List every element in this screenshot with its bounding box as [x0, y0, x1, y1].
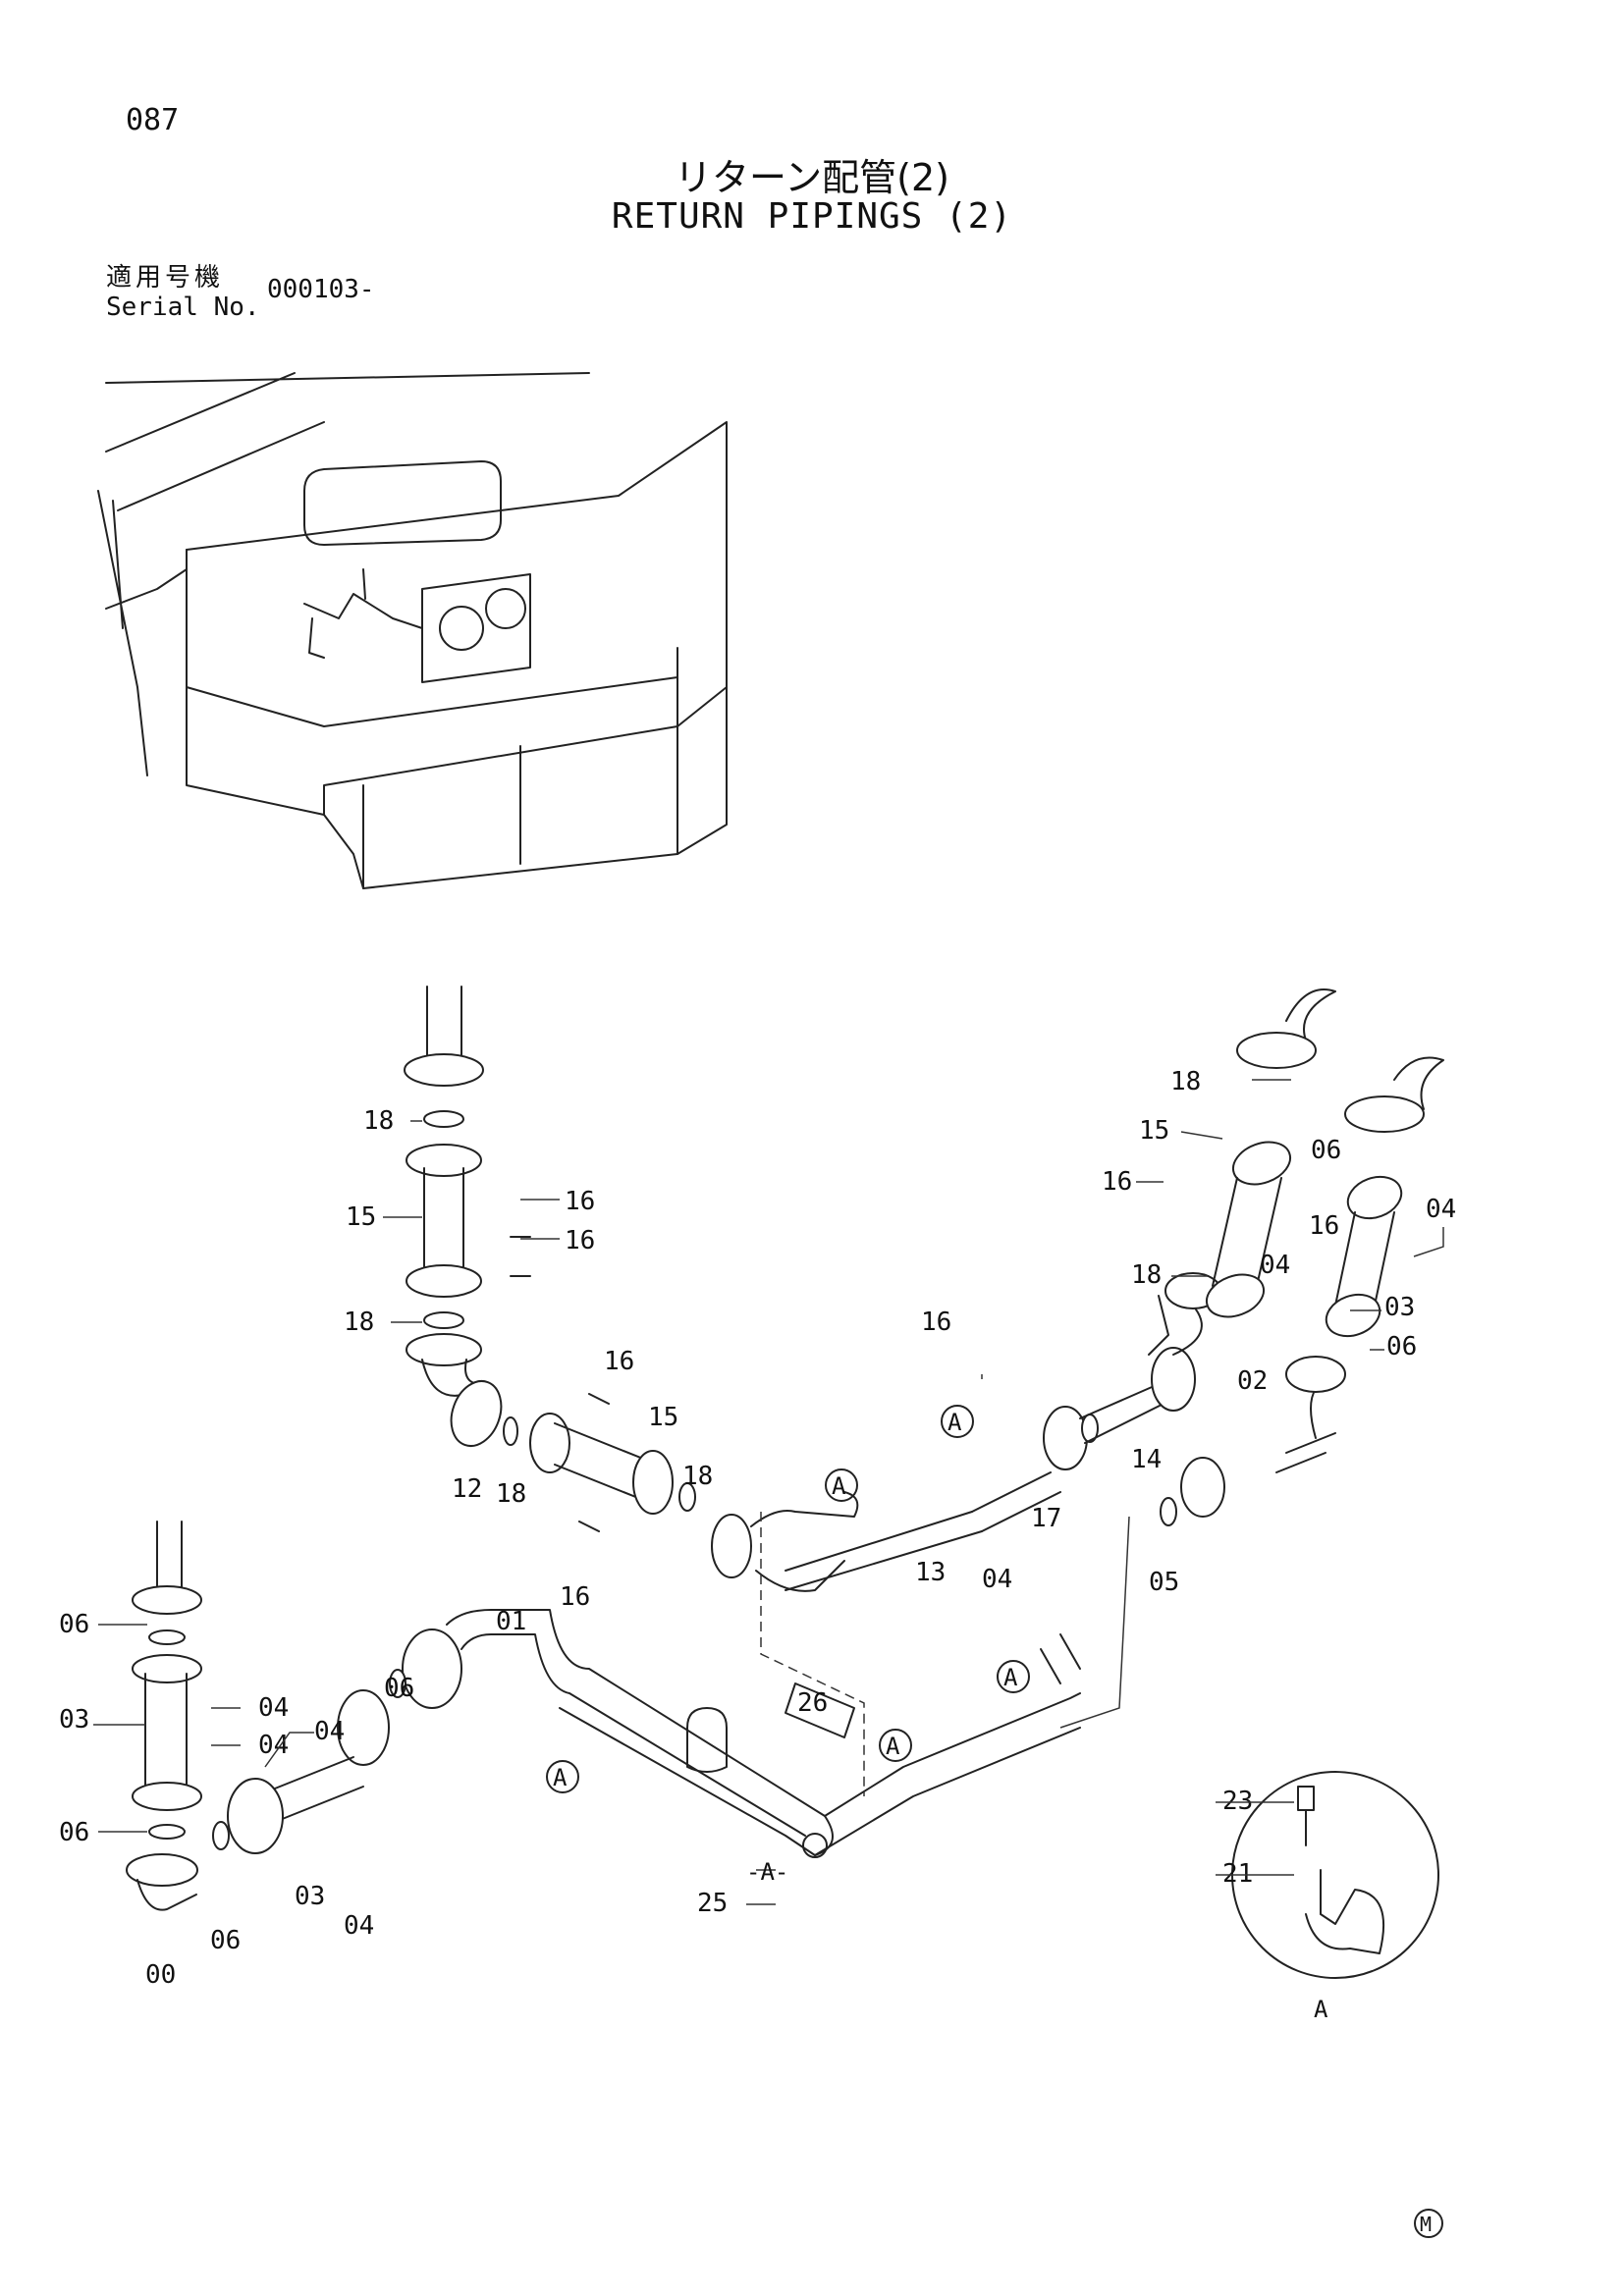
serial-label-japanese: 適用号機 — [106, 263, 225, 293]
callout-04-center: 04 — [982, 1565, 1012, 1594]
callout-06-left-bottom: 06 — [59, 1818, 89, 1847]
callout-leaders — [93, 1079, 1444, 1905]
serial-label-english: Serial No. — [106, 293, 260, 322]
callout-06-right-top: 06 — [1311, 1136, 1341, 1165]
view-marker-a-5: A — [553, 1764, 568, 1791]
callout-05: 05 — [1149, 1568, 1179, 1597]
right-upper-pipe-assembly — [1148, 988, 1444, 1356]
callout-04-left-a: 04 — [258, 1693, 289, 1723]
callout-21: 21 — [1222, 1859, 1253, 1889]
callout-18-center-a: 18 — [496, 1479, 526, 1509]
callout-06-center: 06 — [384, 1674, 414, 1703]
detail-view-label: A — [1314, 1996, 1328, 2023]
callout-16-right-a: 16 — [1102, 1167, 1132, 1197]
callout-16-left-b: 16 — [565, 1226, 595, 1255]
callout-04-right-mid: 04 — [1260, 1251, 1290, 1280]
left-upper-pipe-assembly — [404, 986, 696, 1532]
view-markers: A A A A A -A- A — [546, 1405, 1328, 2023]
title-japanese: リターン配管(2) — [675, 156, 949, 199]
view-marker-a-1: A — [832, 1472, 846, 1500]
callout-17: 17 — [1031, 1504, 1061, 1533]
callout-14: 14 — [1131, 1445, 1162, 1474]
callout-03-left: 03 — [59, 1705, 89, 1735]
callout-25: 25 — [697, 1889, 728, 1918]
main-return-pipe-assembly — [126, 1272, 1346, 1911]
callout-18-center-b: 18 — [682, 1462, 713, 1491]
callout-18-right-top: 18 — [1170, 1067, 1201, 1096]
callout-00: 00 — [145, 1960, 176, 1990]
callout-23: 23 — [1222, 1787, 1253, 1816]
callout-02: 02 — [1237, 1366, 1268, 1396]
callout-01: 01 — [496, 1607, 526, 1636]
callout-03-middle: 03 — [295, 1882, 325, 1911]
callout-16-center-bottom: 16 — [560, 1582, 590, 1612]
callout-13: 13 — [915, 1558, 946, 1587]
view-marker-a-3: A — [1003, 1664, 1018, 1691]
view-leader-lines — [760, 1374, 1130, 1796]
callout-15-right: 15 — [1139, 1116, 1169, 1146]
callout-16-left-a: 16 — [565, 1187, 595, 1216]
callout-16-right-b: 16 — [1309, 1211, 1339, 1241]
callout-12: 12 — [452, 1474, 482, 1504]
callout-18-left-bottom: 18 — [344, 1308, 374, 1337]
machine-overview-illustration — [97, 372, 728, 889]
callout-04-left-c: 04 — [314, 1717, 345, 1746]
serial-number-value: 000103- — [267, 275, 375, 304]
view-marker-a-2: A — [947, 1409, 962, 1436]
callout-15-center: 15 — [648, 1403, 678, 1432]
callout-06-left-top: 06 — [59, 1610, 89, 1639]
view-marker-section: -A- — [746, 1858, 788, 1886]
title-english: RETURN PIPINGS (2) — [611, 196, 1013, 237]
callout-26: 26 — [797, 1688, 828, 1718]
callout-04-right-top: 04 — [1426, 1195, 1456, 1224]
callout-16-mid: 16 — [921, 1308, 951, 1337]
view-marker-a-4: A — [886, 1733, 900, 1760]
footer-mark-letter: M — [1420, 2213, 1432, 2236]
page-number: 087 — [126, 103, 180, 137]
callout-06-bottom: 06 — [210, 1926, 241, 1955]
callout-labels: 00 01 02 03 03 03 04 04 04 04 04 04 04 0… — [59, 1067, 1456, 1990]
callout-18-right-mid: 18 — [1131, 1260, 1162, 1290]
callout-15-left: 15 — [346, 1202, 376, 1232]
callout-16-center-top: 16 — [604, 1347, 634, 1376]
callout-18-left-top: 18 — [363, 1106, 394, 1136]
callout-03-right: 03 — [1384, 1293, 1415, 1322]
callout-04-bottom: 04 — [344, 1911, 374, 1941]
footer-mark: M — [1414, 2209, 1443, 2238]
callout-06-right-bottom: 06 — [1386, 1332, 1417, 1362]
